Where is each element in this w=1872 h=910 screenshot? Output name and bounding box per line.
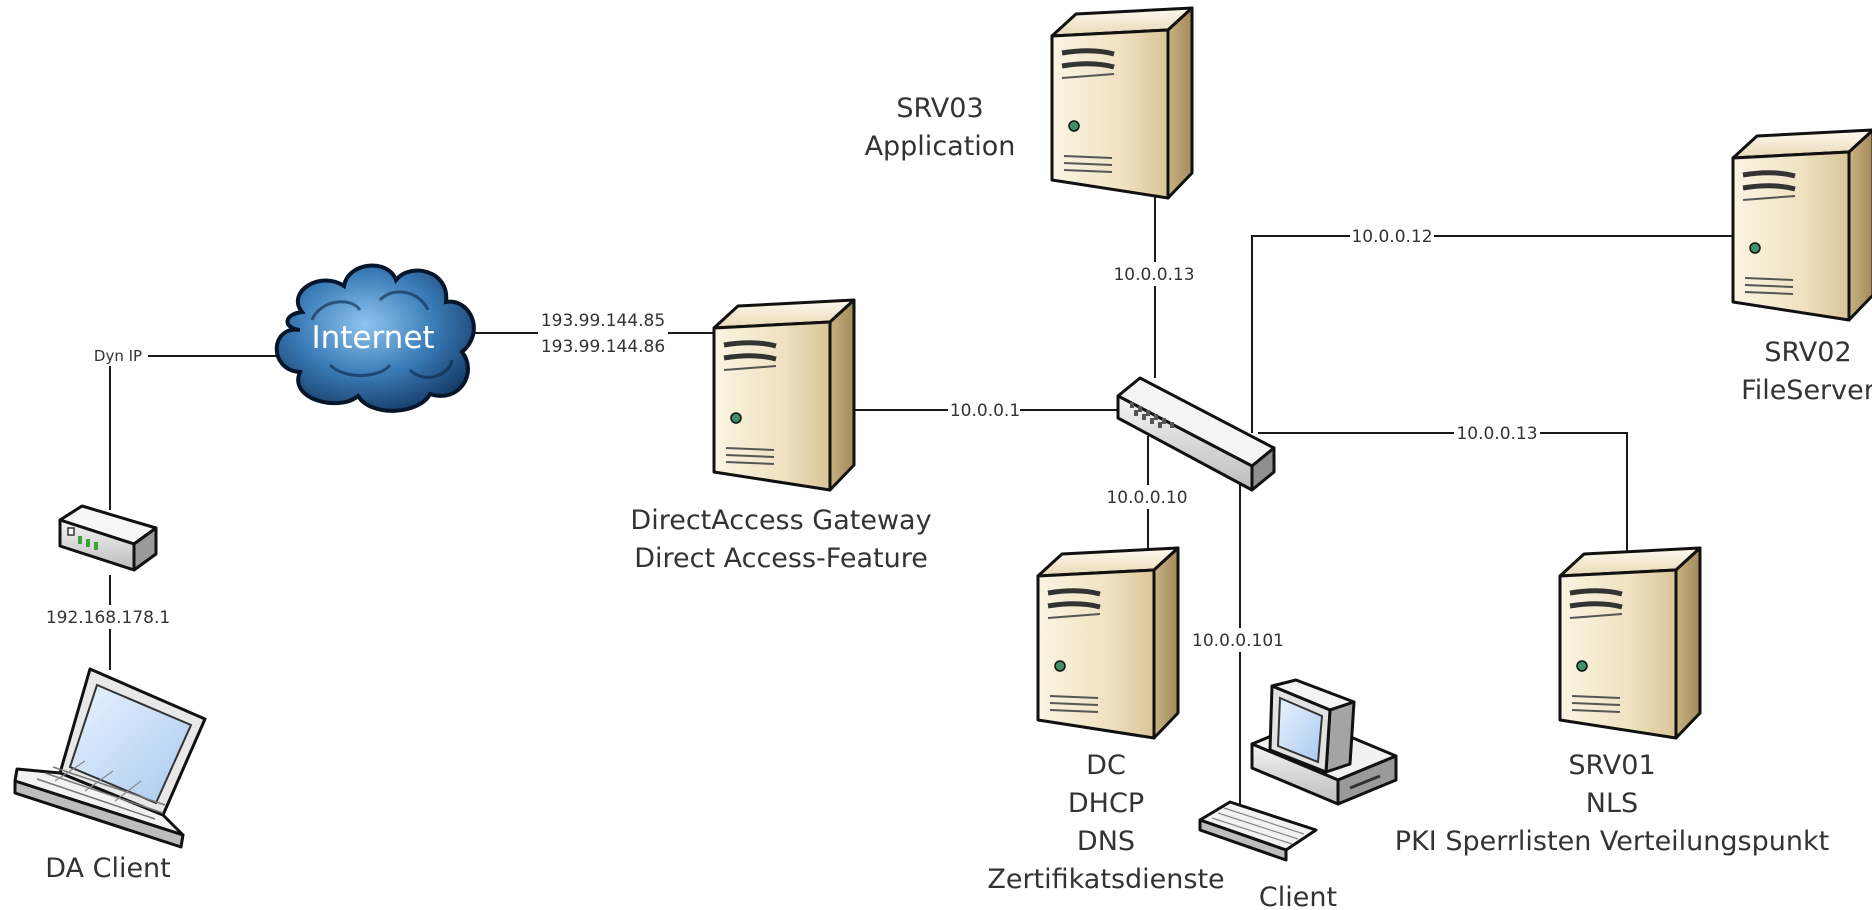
server-icon-srv02 xyxy=(1733,130,1872,320)
label-srv02-line1: SRV02 xyxy=(1764,337,1851,368)
connections xyxy=(109,172,1735,805)
label-srv01-line1: SRV01 xyxy=(1568,750,1655,781)
label-dc-line2: DHCP xyxy=(1068,788,1144,819)
laptop-icon xyxy=(13,667,207,849)
node-labels: DA Client DirectAccess Gateway Direct Ac… xyxy=(45,93,1872,910)
label-da-client: DA Client xyxy=(45,853,171,884)
label-gateway-line2: Direct Access-Feature xyxy=(634,543,928,574)
ip-srv02: 10.0.0.12 xyxy=(1351,227,1432,247)
label-srv02-line2: FileServer xyxy=(1741,375,1872,406)
link-switch-srv01 xyxy=(1258,432,1628,553)
desktop-client-icon xyxy=(1198,678,1398,862)
link-switch-srv02 xyxy=(1251,235,1735,433)
router-icon xyxy=(58,504,158,572)
label-srv03-line1: SRV03 xyxy=(896,93,983,124)
ip-srv03: 10.0.0.13 xyxy=(1113,265,1194,285)
label-dc-line1: DC xyxy=(1086,750,1126,781)
label-dc-line3: DNS xyxy=(1077,826,1135,857)
ip-dc: 10.0.0.10 xyxy=(1106,488,1187,508)
server-icon-dc xyxy=(1038,548,1178,738)
ip-gw-int: 10.0.0.1 xyxy=(950,401,1020,421)
ip-gw-ext-2: 193.99.144.86 xyxy=(541,337,665,357)
cloud-label: Internet xyxy=(311,320,434,356)
label-srv01-line3: PKI Sperrlisten Verteilungspunkt xyxy=(1395,826,1829,857)
ip-srv01: 10.0.0.13 xyxy=(1456,424,1537,444)
internet-cloud: Internet xyxy=(274,263,476,413)
ip-gw-ext-1: 193.99.144.85 xyxy=(541,311,665,331)
label-client: Client xyxy=(1259,882,1337,910)
server-icon-gateway xyxy=(714,300,854,490)
ip-labels: Dyn IP 192.168.178.1 193.99.144.85 193.9… xyxy=(40,224,1540,652)
label-dc-line4: Zertifikatsdienste xyxy=(987,864,1224,895)
label-gateway-line1: DirectAccess Gateway xyxy=(630,505,931,536)
label-srv03-line2: Application xyxy=(865,131,1016,162)
server-icon-srv03 xyxy=(1052,8,1192,198)
label-srv01-line2: NLS xyxy=(1586,788,1638,819)
ip-client: 10.0.0.101 xyxy=(1192,631,1284,651)
ip-dyn: Dyn IP xyxy=(94,347,142,365)
ip-router-lan: 192.168.178.1 xyxy=(46,608,170,628)
switch-icon xyxy=(1116,376,1276,492)
server-icon-srv01 xyxy=(1560,548,1700,738)
